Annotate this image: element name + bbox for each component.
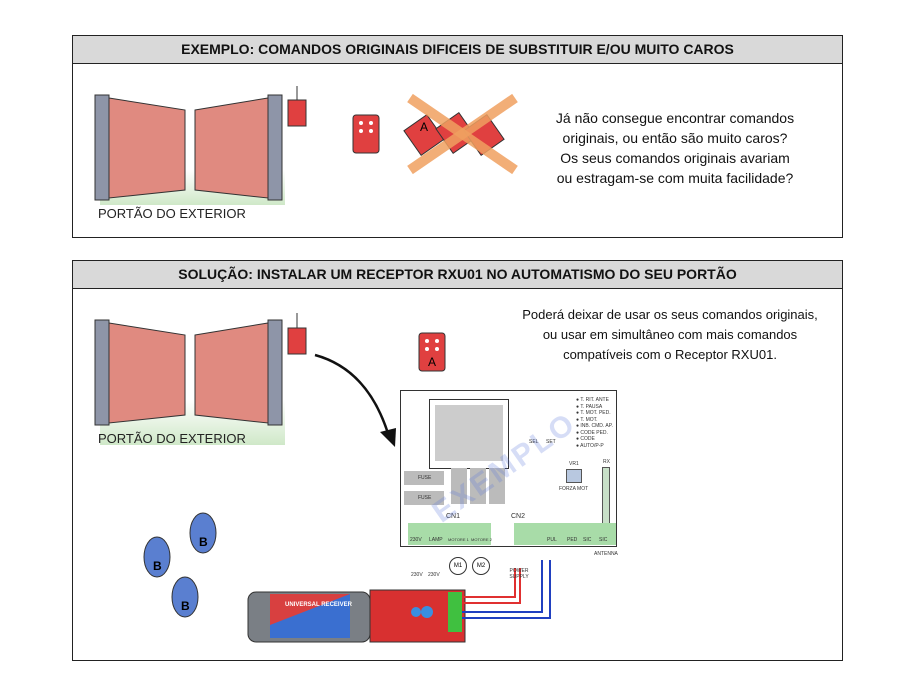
antenna-label: ANTENNA [594,551,618,557]
dip-label: ● T. PAUSA [576,403,603,410]
solution-title: SOLUÇÃO: INSTALAR UM RECEPTOR RXU01 NO A… [73,261,842,289]
terminal-label: PUL [547,537,557,543]
terminal-label: MOTORE 2 [471,537,492,542]
dip-label: ● T. MOT. PED. [576,410,611,416]
vr1-label: VR1 [569,461,579,467]
universal-receiver [247,589,466,643]
gate-label: PORTÃO DO EXTERIOR [98,206,246,221]
text-line: compatíveis com o Receptor RXU01. [563,347,777,362]
control-board: ● T. RIT. ANTE ● T. PAUSA ● T. MOT. PED.… [400,390,617,547]
remote-a-icon [352,114,380,154]
terminal-label: MOTORE 1 [448,537,469,542]
crossed-remotes-icon [403,93,518,175]
remote-letter: B [153,559,162,573]
dip-label: ● INB. CMD. AP. [576,423,613,429]
dip-label: ● CODE PED. [576,429,608,436]
motor-1: M1 [449,557,467,575]
dip-label: ● T. RIT. ANTE [576,397,609,403]
remote-letter: A [428,355,437,369]
text-line: Os seus comandos originais avariam [560,150,790,166]
rx-label: RX [603,459,610,465]
text-line: ou estragam-se com muita facilidade? [556,170,794,186]
label-230v: 230V [411,572,423,578]
terminal-label: PED [567,537,578,543]
dip-label: ● AUTO/P-P [576,442,604,449]
fuse-label: FUSE [418,475,432,481]
set-button: SET [546,439,556,445]
remote-letter: B [199,535,208,549]
receiver-label: UNIVERSAL RECEIVER [285,602,352,608]
terminal-label: LAMP [429,537,443,543]
solution-panel: SOLUÇÃO: INSTALAR UM RECEPTOR RXU01 NO A… [72,260,843,661]
terminal-label: SIC [599,537,608,543]
cn2-label: CN2 [511,513,526,520]
fuse-label: FUSE [418,495,432,501]
solution-text: Poderá deixar de usar os seus comandos o… [490,305,850,365]
dip-label: ● CODE [576,436,595,442]
remote-b-icons [143,512,217,618]
example-text: Já não consegue encontrar comandos origi… [540,108,810,188]
remote-letter: A [420,120,429,134]
text-line: originais, ou então são muito caros? [562,130,788,146]
remote-letter: B [181,599,190,613]
gate-label: PORTÃO DO EXTERIOR [98,431,246,446]
power-supply-label: POWER SUPPLY [509,568,529,580]
text-line: Poderá deixar de usar os seus comandos o… [522,307,818,322]
text-line: Já não consegue encontrar comandos [555,110,795,126]
forza-label: FORZA MOT [559,486,589,492]
terminal-label: SIC [583,537,592,543]
dip-label: ● T. MOT. [576,416,598,423]
text-line: ou usar em simultâneo com mais comandos [542,327,798,342]
example-title: EXEMPLO: COMANDOS ORIGINAIS DIFICEIS DE … [73,36,842,64]
remote-a-icon [418,332,446,372]
label-230v: 230V [428,572,440,578]
sel-button: SEL [529,439,539,445]
terminal-label: 230V [410,537,422,543]
cn1-label: CN1 [446,513,461,520]
motor-2: M2 [472,557,490,575]
